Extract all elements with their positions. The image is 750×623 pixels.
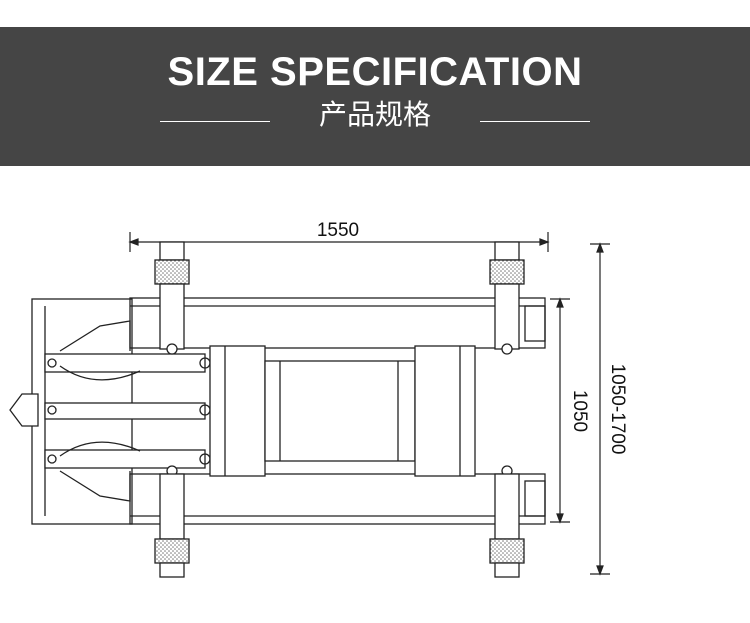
lift-top-view-drawing: 1550 1050 1050-1700 <box>9 220 628 578</box>
dimension-outer-width <box>590 242 610 576</box>
inner-width-label: 1050 <box>569 390 590 432</box>
outer-width-label: 1050-1700 <box>607 364 628 455</box>
dimension-length <box>128 232 550 252</box>
page-subtitle: 产品规格 <box>318 98 431 131</box>
dimension-inner-width <box>550 297 570 524</box>
header-banner: SIZE SPECIFICATION 产品规格 <box>0 27 750 166</box>
arm-post-bottom-left <box>154 465 190 578</box>
length-label: 1550 <box>317 220 359 241</box>
arm-post-bottom-right <box>489 465 525 578</box>
arm-post-top-right <box>489 241 525 355</box>
divider-left <box>160 121 270 122</box>
divider-right <box>480 121 590 122</box>
page-title: SIZE SPECIFICATION <box>167 50 583 94</box>
lift-frame <box>9 297 546 525</box>
arm-post-top-left <box>154 241 190 355</box>
